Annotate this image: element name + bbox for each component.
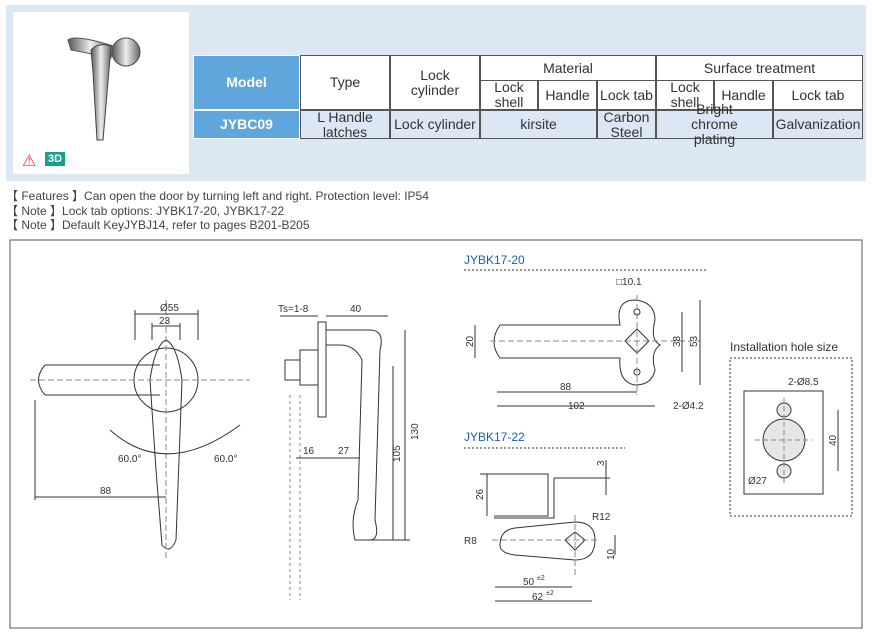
note-lock-tab: 【 Note 】Lock tab options: JYBK17-20, JYB… — [6, 203, 285, 218]
side-view: Ts=1-8 40 16 27 105 130 — [278, 304, 421, 600]
cell-lock-cylinder: Lock cylinder — [390, 110, 480, 139]
dim-20: 20 — [465, 335, 476, 347]
dim-r12: R12 — [592, 512, 611, 523]
dim-130: 130 — [410, 423, 421, 440]
dim-88: 88 — [100, 486, 112, 497]
note-features: 【 Features 】Can open the door by turning… — [6, 189, 429, 203]
dim-50-tolerance: ±2 — [537, 575, 545, 582]
dim-27: 27 — [338, 446, 350, 457]
title-jybk17-22: JYBK17-22 — [464, 430, 525, 444]
dim-holes: 2-Ø4.2 — [673, 401, 704, 412]
dim-62: 62 — [532, 592, 544, 603]
3d-model-badge[interactable]: 3D — [45, 152, 66, 166]
lock-tab-jybk17-20: JYBK17-20 □10.1 20 88 102 38 53 2-Ø4.2 — [464, 253, 706, 412]
sub-lock-shell: Lock shell — [656, 80, 714, 110]
dim-holes-8.5: 2-Ø8.5 — [788, 377, 819, 388]
cell-material-lock-tab: Carbon Steel — [597, 109, 656, 139]
sub-lock-tab: Lock tab — [597, 80, 656, 110]
dim-d55: Ø55 — [160, 303, 179, 314]
dim-23: 23 — [159, 316, 171, 327]
header-model: Model — [193, 55, 300, 110]
dim-sq10: □10.1 — [616, 277, 642, 288]
dim-38: 38 — [672, 335, 683, 347]
header-type: Type — [300, 55, 390, 110]
cell-surface-lock-tab: Galvanization — [773, 110, 863, 139]
warning-triangle-icon[interactable]: ⚠ — [22, 153, 37, 170]
install-title: Installation hole size — [730, 340, 838, 354]
note-default-key: 【 Note 】Default KeyJYBJ14, refer to page… — [6, 218, 310, 232]
dim-40: 40 — [350, 304, 362, 315]
dim-105: 105 — [392, 445, 403, 462]
dim-88: 88 — [560, 382, 572, 393]
dim-50: 50 — [523, 577, 535, 588]
sub-handle: Handle — [538, 80, 597, 110]
header-surface-treatment: Surface treatment — [656, 55, 863, 81]
sub-lock-shell: Lock shell — [480, 80, 538, 110]
cell-model: JYBC09 — [193, 110, 300, 139]
sub-lock-tab: Lock tab — [773, 80, 863, 110]
cell-material-kirsite: kirsite — [480, 110, 597, 139]
cell-surface-chrome: Bright chrome plating — [656, 102, 773, 147]
front-view: Ø55 23 60.0° 60.0° 88 — [30, 300, 250, 560]
dim-ts: Ts=1-8 — [278, 304, 309, 315]
dim-d27: Ø27 — [748, 476, 767, 487]
dim-angle-left: 60.0° — [118, 454, 141, 465]
product-photo: ⚠ 3D — [13, 12, 189, 174]
header-lock-cylinder: Lock cylinder — [390, 55, 480, 110]
title-jybk17-20: JYBK17-20 — [464, 253, 525, 267]
dim-102: 102 — [568, 401, 585, 412]
cell-type: L Handle latches — [300, 109, 390, 139]
dim-53: 53 — [689, 335, 700, 347]
l-handle-image — [67, 37, 141, 141]
dim-angle-right: 60.0° — [214, 454, 237, 465]
dim-62-tolerance: ±2 — [546, 590, 554, 597]
dim-16: 16 — [303, 446, 315, 457]
lock-tab-jybk17-22: JYBK17-22 3 26 R12 R8 10 50 ±2 62 ±2 — [464, 430, 625, 603]
dim-10: 10 — [606, 548, 617, 560]
dim-26: 26 — [475, 488, 486, 500]
sub-handle: Handle — [714, 80, 773, 110]
drawing-frame — [9, 239, 863, 629]
dim-3: 3 — [596, 460, 607, 466]
notes: 【 Features 】Can open the door by turning… — [6, 189, 429, 233]
dim-40: 40 — [828, 434, 839, 446]
installation-hole: Installation hole size 2-Ø8.5 40 Ø27 — [729, 340, 853, 517]
dim-r8: R8 — [464, 536, 477, 547]
